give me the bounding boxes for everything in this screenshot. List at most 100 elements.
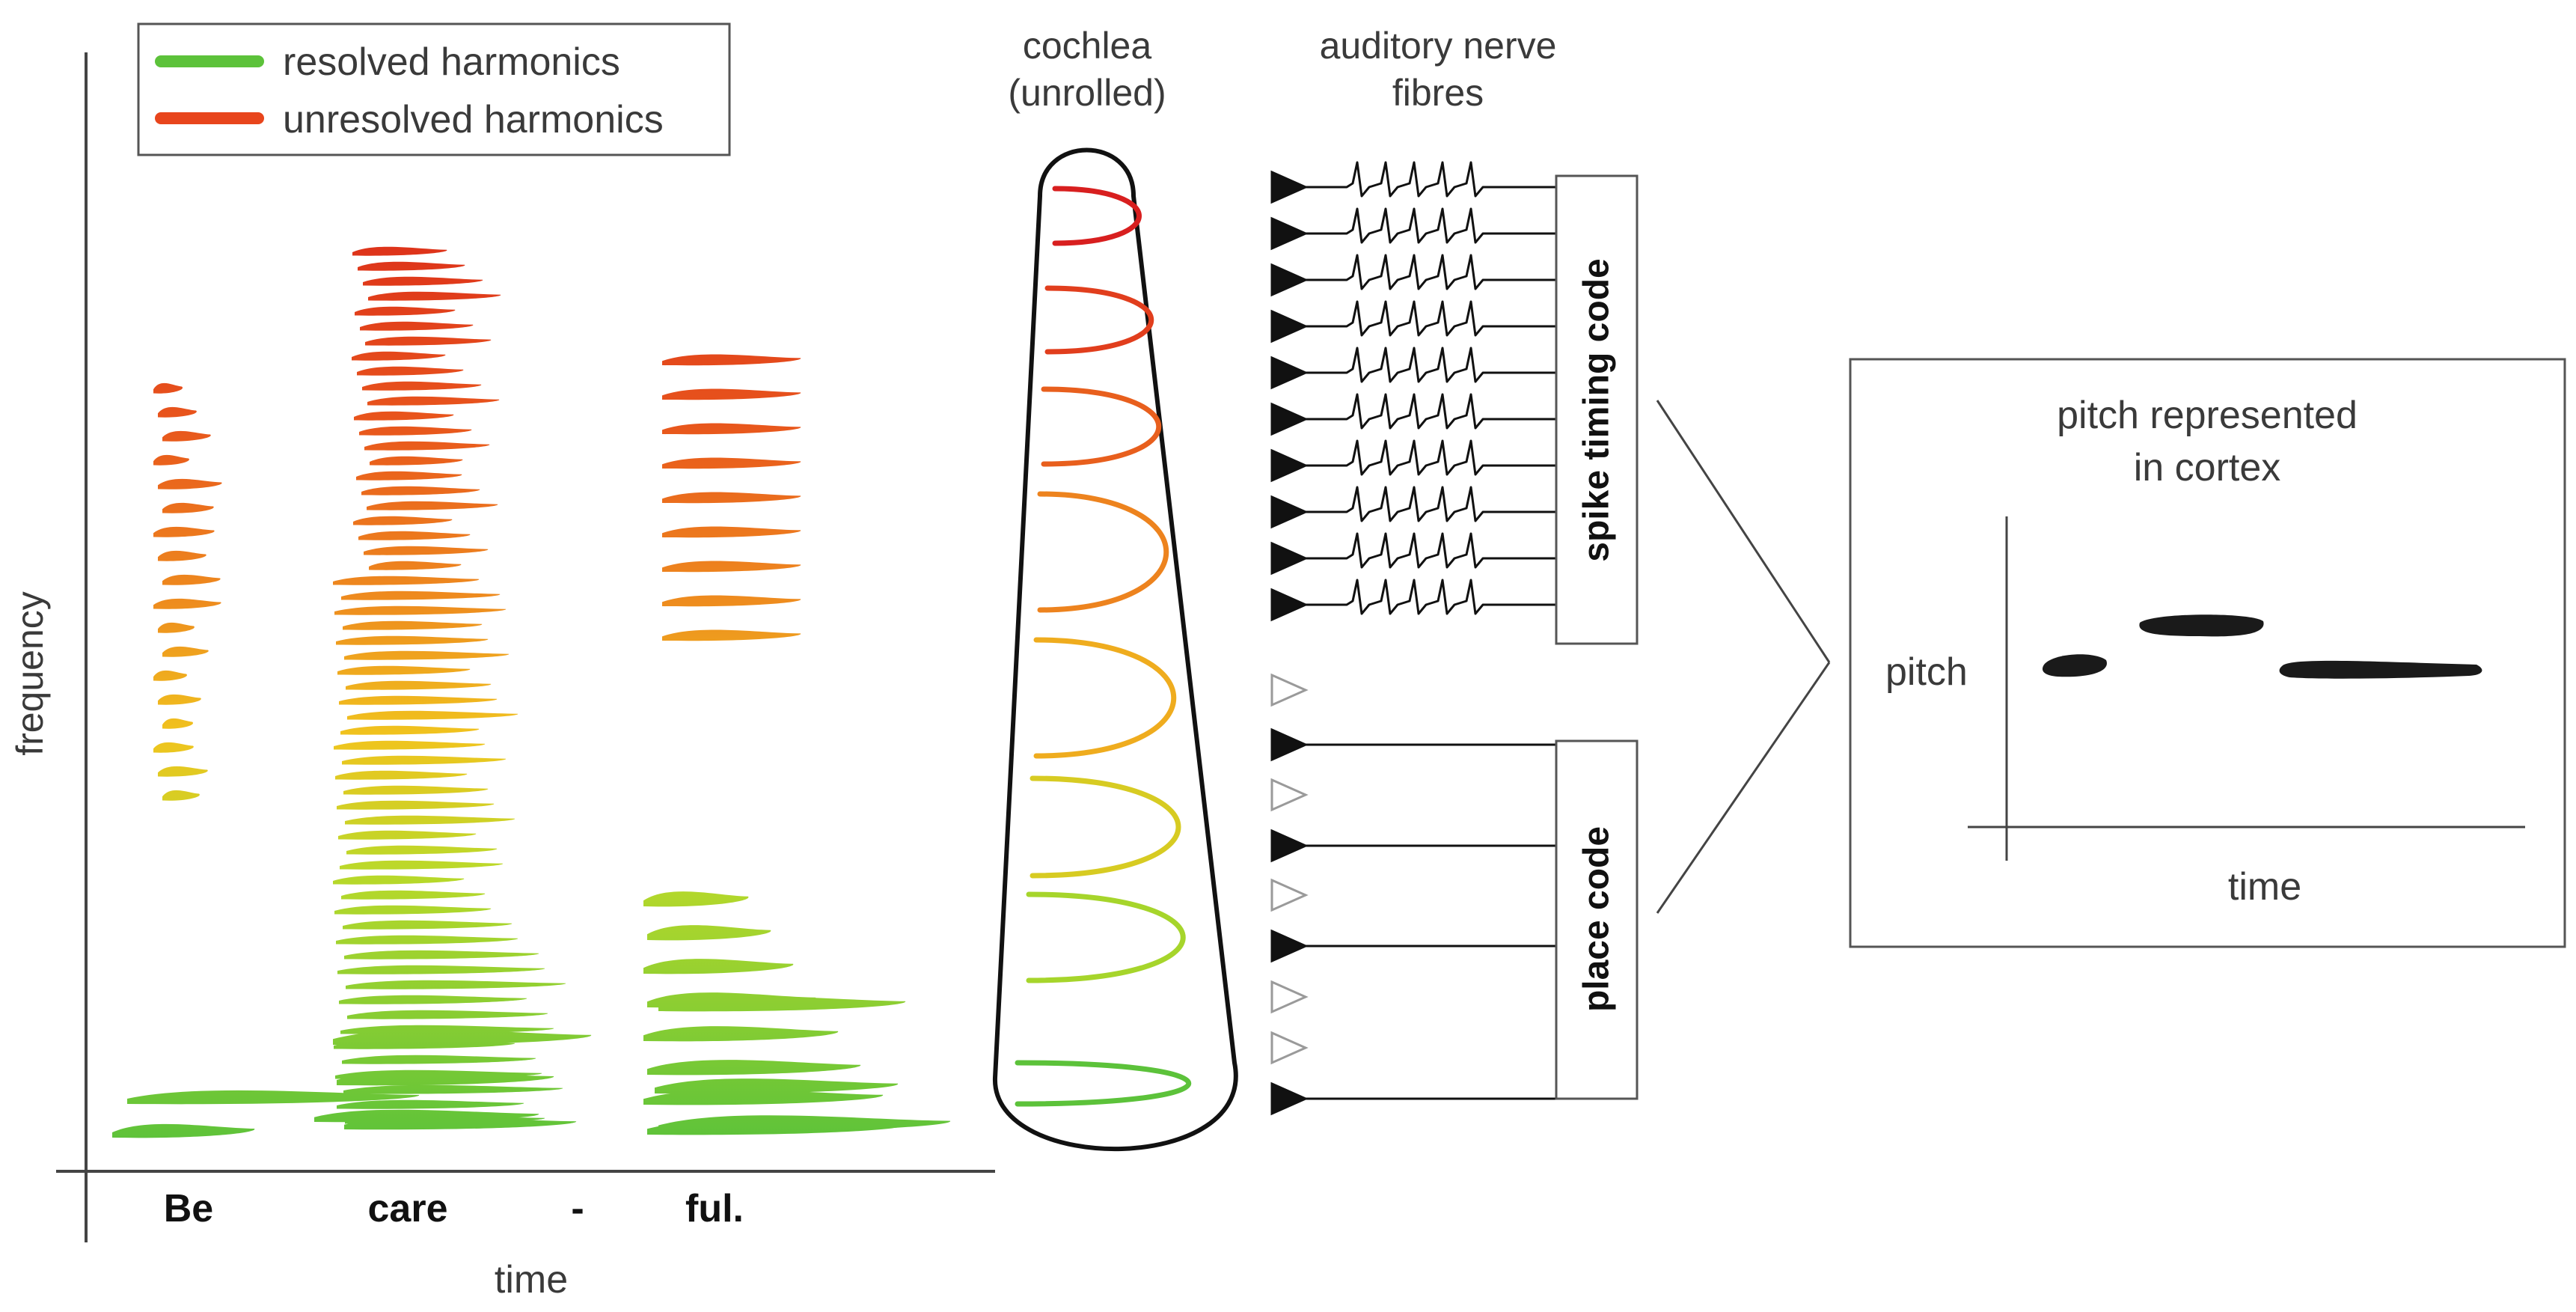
harmonic-streak-37: [358, 531, 471, 540]
harmonic-streak-4: [158, 478, 222, 489]
harmonic-streak-51: [334, 740, 486, 750]
spike-train-7: [1306, 439, 1556, 476]
nerve-fibre-cell-7: [1270, 448, 1309, 483]
harmonic-streak-93: [647, 925, 771, 941]
spike-train-9: [1306, 532, 1556, 569]
harmonic-streak-43: [343, 620, 483, 630]
nerve-fibre-cell-p9: [1270, 1081, 1309, 1116]
harmonic-streak-3: [153, 454, 189, 466]
pitch-contour-care: [2139, 614, 2264, 637]
harmonic-streak-89: [662, 561, 801, 573]
nerve-title-line1: auditory nerve: [1319, 25, 1557, 67]
spike-timing-code-box: [1555, 174, 1639, 645]
harmonic-streak-78: [337, 1071, 554, 1086]
nerve-fibre-cell-inactive-p7: [1270, 980, 1309, 1014]
pitch-contour-be: [2042, 654, 2107, 677]
nerve-fibre-cell-inactive-p1: [1270, 673, 1309, 707]
nerve-fibre-cell-inactive-p5: [1270, 878, 1309, 912]
cochlea-wave-2: [1044, 285, 1154, 355]
spectrogram-x-label: time: [494, 1258, 569, 1302]
harmonic-streak-32: [370, 456, 463, 466]
harmonic-streak-31: [364, 441, 490, 451]
harmonic-streak-41: [341, 591, 501, 600]
cortex-y-label: pitch: [1885, 650, 1968, 694]
harmonic-streak-55: [337, 800, 495, 810]
nerve-fibre-cell-5: [1270, 356, 1309, 390]
nerve-fibre-cell-1: [1270, 170, 1309, 204]
harmonic-streak-12: [153, 670, 187, 681]
nerve-fibre-cell-2: [1270, 216, 1309, 251]
harmonic-streak-17: [162, 790, 200, 801]
harmonic-streak-19: [358, 261, 465, 271]
harmonic-streak-54: [343, 785, 489, 795]
harmonic-streak-86: [662, 457, 801, 469]
harmonic-streak-5: [162, 502, 214, 513]
harmonic-streak-47: [346, 680, 492, 690]
harmonic-streak-92: [643, 891, 749, 907]
spike-train-4: [1306, 300, 1556, 337]
harmonic-streak-67: [346, 980, 566, 989]
harmonic-streak-68: [339, 995, 527, 1004]
harmonic-streak-22: [355, 306, 456, 316]
cortex-title-line2: in cortex: [2133, 446, 2281, 489]
syllable-be: Be: [163, 1187, 214, 1230]
harmonic-streak-8: [162, 574, 221, 585]
harmonic-streak-27: [362, 381, 482, 391]
harmonic-streak-59: [340, 860, 504, 870]
connector-place: [1656, 662, 1831, 914]
syllable-care: care: [367, 1187, 448, 1230]
cortex-panel: [1849, 358, 2566, 948]
harmonic-streak-102: [658, 996, 906, 1012]
harmonic-streak-52: [342, 755, 507, 765]
harmonic-streak-45: [344, 650, 510, 660]
harmonic-streak-90: [662, 595, 801, 607]
spike-train-5: [1306, 347, 1556, 383]
harmonic-streak-91: [662, 629, 801, 641]
spectrogram-y-label: frequency: [9, 591, 51, 756]
harmonic-streak-60: [333, 875, 465, 885]
harmonic-streak-15: [153, 742, 194, 753]
nerve-title-line2: fibres: [1392, 72, 1484, 114]
harmonic-streak-72: [342, 1055, 536, 1064]
harmonic-streak-80: [127, 1090, 420, 1105]
harmonic-streak-21: [368, 291, 501, 301]
nerve-fibre-cell-8: [1270, 495, 1309, 529]
legend-label-unresolved: unresolved harmonics: [283, 98, 664, 141]
harmonic-streak-13: [158, 694, 201, 705]
harmonic-streak-66: [337, 965, 545, 974]
harmonic-streak-77: [333, 1030, 592, 1046]
harmonic-streak-40: [333, 576, 480, 585]
harmonic-streak-53: [335, 770, 468, 780]
harmonic-streak-39: [369, 561, 462, 570]
harmonic-streak-36: [353, 516, 453, 525]
harmonic-streak-24: [365, 336, 492, 346]
harmonic-streak-34: [361, 486, 480, 495]
spectrogram-panel: [56, 22, 995, 1242]
harmonic-streak-16: [158, 766, 208, 777]
legend-label-resolved: resolved harmonics: [283, 40, 620, 84]
harmonic-streak-48: [339, 695, 498, 705]
cochlea-wave-1: [1052, 186, 1142, 246]
spectrogram-harmonics: [112, 246, 951, 1138]
harmonic-streak-0: [153, 382, 183, 394]
harmonic-streak-81: [112, 1123, 255, 1138]
harmonic-streak-11: [162, 646, 209, 657]
harmonic-streak-82: [344, 1117, 577, 1130]
spike-timing-code-label: spike timing code: [1576, 258, 1617, 562]
harmonic-streak-18: [352, 246, 447, 256]
harmonic-streak-42: [334, 605, 507, 615]
harmonic-streak-28: [367, 396, 500, 406]
harmonic-streak-57: [338, 830, 477, 840]
harmonic-streak-64: [336, 935, 518, 945]
cochlea-wave-4: [1037, 491, 1169, 613]
harmonic-streak-56: [345, 815, 515, 825]
harmonic-streak-94: [643, 959, 794, 974]
harmonic-streak-25: [352, 351, 446, 361]
harmonic-streak-85: [662, 423, 801, 435]
nerve-fibres: [1270, 161, 1556, 1116]
nerve-panel: [1270, 161, 1639, 1116]
spike-train-8: [1306, 486, 1556, 522]
harmonic-streak-30: [359, 426, 472, 436]
nerve-fibre-cell-10: [1270, 588, 1309, 622]
